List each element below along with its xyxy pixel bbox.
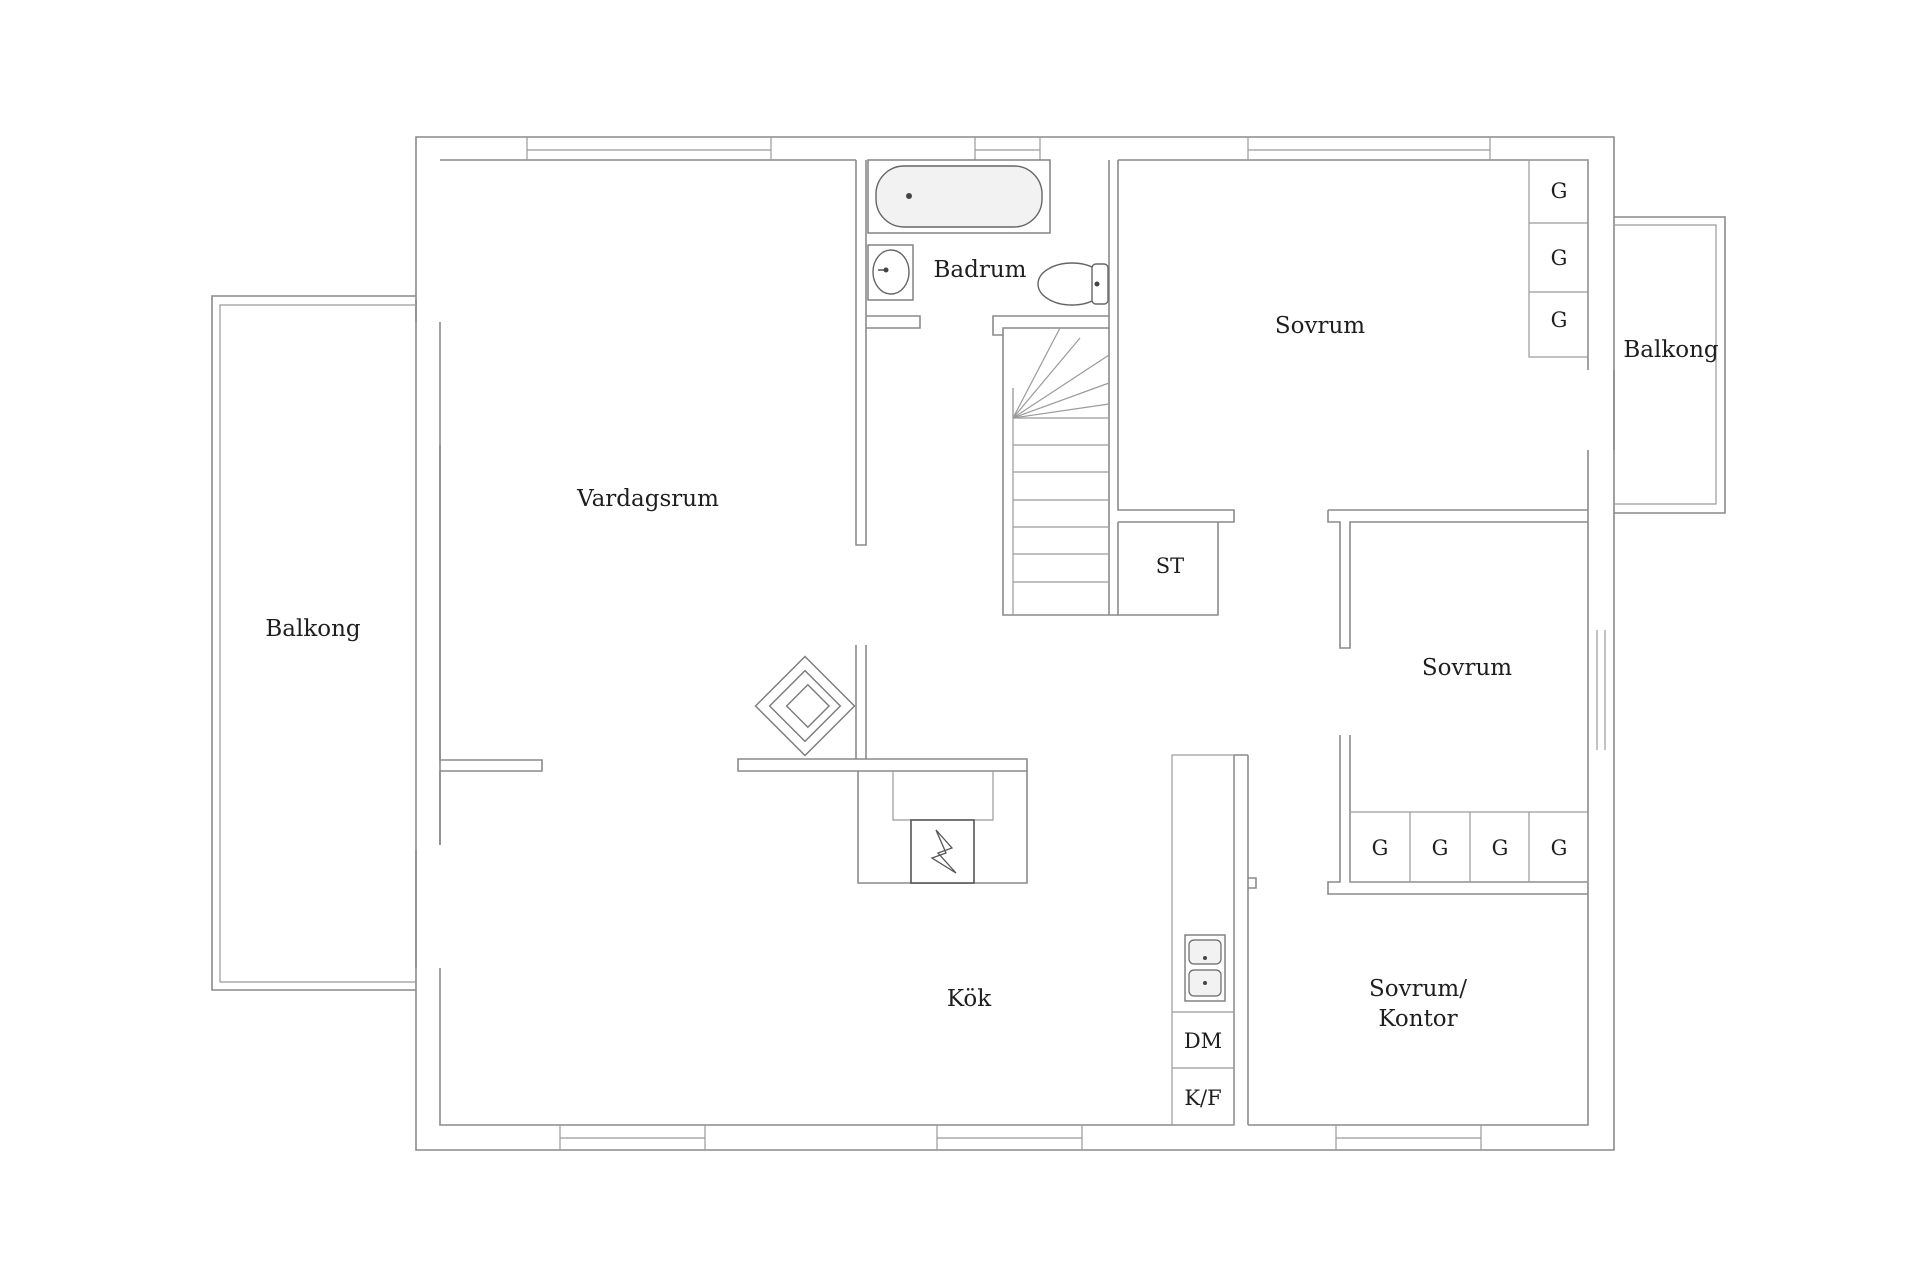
wardrobe-label: G [1432, 836, 1449, 860]
bathtub-drain [906, 193, 912, 199]
office-label-line1: Sovrum/ [1369, 976, 1467, 1002]
wardrobe-label: G [1492, 836, 1509, 860]
kitchen-label: Kök [947, 986, 992, 1012]
balcony-west-label: Balkong [265, 616, 361, 642]
sink [872, 249, 910, 295]
armchair [754, 655, 856, 757]
office-label-line2: Kontor [1378, 1006, 1457, 1032]
wardrobe-label: G [1372, 836, 1389, 860]
kitchen-counter: DM K/F [1171, 754, 1235, 1126]
living-room-label: Vardagsrum [576, 486, 719, 512]
storage-closet: ST [1117, 522, 1219, 616]
wardrobes-bedroom-2: G G G G [1349, 811, 1589, 883]
interior-walls [439, 160, 1588, 1125]
toilet-tank [1091, 263, 1109, 305]
wardrobe-label: G [1551, 179, 1568, 203]
dishwasher-label: DM [1184, 1029, 1222, 1053]
outer-walls [415, 136, 1615, 1151]
balcony-west [211, 295, 416, 991]
wardrobe-label: G [1551, 246, 1568, 270]
bathroom-fixtures [867, 159, 1109, 306]
bedroom-2-label: Sovrum [1422, 655, 1512, 681]
balcony-east [1614, 216, 1726, 514]
wardrobes-bedroom-1: G G G [1528, 159, 1589, 358]
wardrobe-label: G [1551, 308, 1568, 332]
bedroom-1-label: Sovrum [1275, 313, 1365, 339]
wardrobe-label: G [1551, 836, 1568, 860]
bathtub [875, 165, 1043, 228]
balcony-east-label: Balkong [1623, 337, 1719, 363]
fireplace [754, 655, 1028, 884]
fridge-freezer-label: K/F [1184, 1086, 1221, 1110]
bathroom-label: Badrum [934, 257, 1027, 283]
staircase [1002, 327, 1118, 616]
storage-label: ST [1156, 554, 1184, 578]
